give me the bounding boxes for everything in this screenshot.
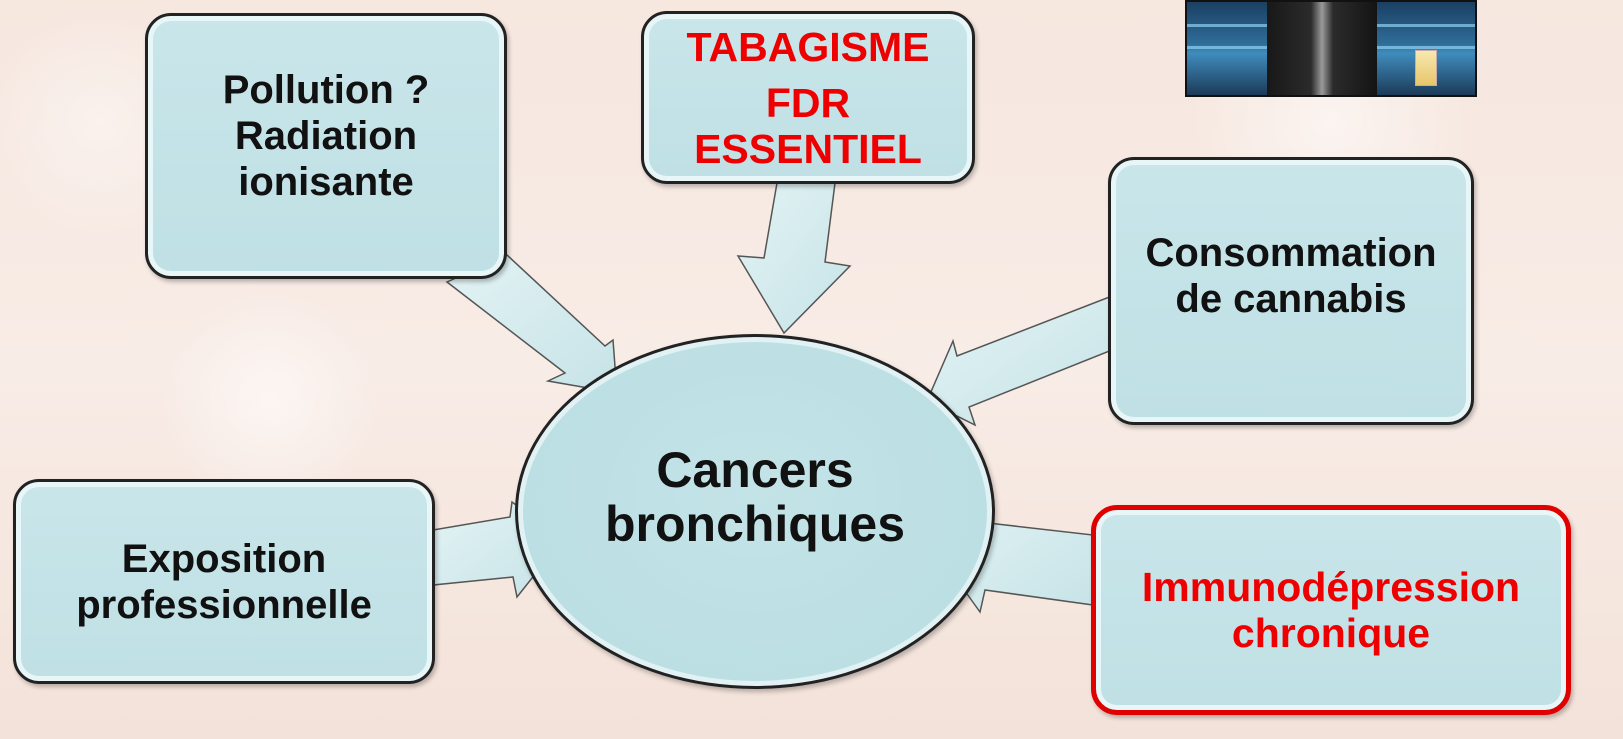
person-at-bar-photo bbox=[1185, 0, 1477, 97]
arrow-tabagisme bbox=[736, 182, 852, 335]
center-line: Cancers bbox=[656, 441, 854, 498]
box-exposition: Exposition professionnelle bbox=[13, 479, 435, 684]
box-tabagisme-line: FDR bbox=[765, 79, 851, 126]
glass-icon bbox=[1415, 50, 1437, 86]
box-cannabis-line: de cannabis bbox=[1175, 277, 1407, 321]
box-exposition-line: Exposition bbox=[121, 536, 327, 581]
box-pollution-line: Pollution ? bbox=[222, 68, 430, 112]
center-line: bronchiques bbox=[604, 495, 906, 552]
box-cannabis: Consommation de cannabis bbox=[1108, 157, 1474, 425]
center-cancers-bronchiques: Cancers bronchiques bbox=[515, 334, 995, 689]
box-cannabis-line: Consommation bbox=[1145, 231, 1437, 275]
box-pollution: Pollution ? Radiation ionisante bbox=[145, 13, 507, 279]
box-immuno-line: chronique bbox=[1231, 610, 1431, 656]
box-tabagisme-line: ESSENTIEL bbox=[694, 125, 922, 172]
box-tabagisme-title: TABAGISME bbox=[686, 23, 930, 70]
box-pollution-line: Radiation bbox=[234, 114, 418, 158]
person-figure bbox=[1267, 2, 1377, 95]
box-immuno-line: Immunodépression bbox=[1141, 564, 1521, 610]
box-immunodepression: Immunodépression chronique bbox=[1091, 505, 1571, 715]
box-exposition-line: professionnelle bbox=[76, 582, 372, 627]
arrow-cannabis bbox=[926, 294, 1113, 427]
box-pollution-line: ionisante bbox=[238, 160, 414, 204]
box-tabagisme: TABAGISME FDR ESSENTIEL bbox=[641, 11, 975, 184]
